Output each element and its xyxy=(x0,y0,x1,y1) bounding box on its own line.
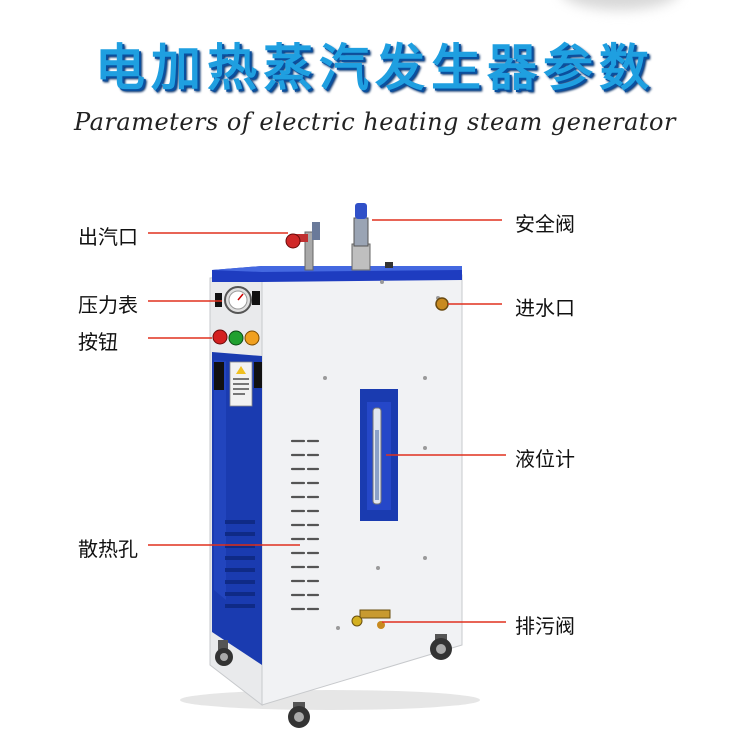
yellow-button xyxy=(244,330,260,346)
blue-panel-highlight xyxy=(214,360,226,600)
safety-valve-cap xyxy=(355,203,367,219)
warning-triangle xyxy=(236,366,246,374)
panel-screws xyxy=(323,280,440,630)
indicator-switch xyxy=(252,291,260,305)
label-safety-valve: 安全阀 xyxy=(515,212,575,236)
steam-outlet-pipe xyxy=(304,231,314,271)
green-button xyxy=(228,330,244,346)
safety-valve xyxy=(351,243,371,271)
label-level-gauge: 液位计 xyxy=(515,447,575,471)
top-fitting xyxy=(385,262,393,268)
drain-valve xyxy=(359,609,391,619)
label-water-inlet: 进水口 xyxy=(515,296,575,320)
label-vents: 散热孔 xyxy=(78,537,138,561)
page-title: 电加热蒸汽发生器参数 xyxy=(95,39,655,97)
label-drain-valve: 排污阀 xyxy=(515,614,575,638)
red-button xyxy=(212,329,228,345)
water-inlet-fitting xyxy=(435,297,449,311)
page-subtitle: Parameters of electric heating steam gen… xyxy=(74,108,676,136)
callout-leader-lines xyxy=(148,219,506,623)
side-vent-grid xyxy=(225,520,255,608)
top-glow xyxy=(560,0,680,10)
power-switch xyxy=(215,293,222,307)
label-buttons: 按钮 xyxy=(78,330,118,354)
side-switch-left xyxy=(214,362,224,390)
side-switch-right xyxy=(254,362,262,388)
front-vent-slots xyxy=(290,439,320,611)
floor-shadow xyxy=(180,690,480,710)
label-pressure-gauge: 压力表 xyxy=(78,293,138,317)
top-lid-edge xyxy=(212,266,462,272)
caster-wheels xyxy=(215,634,452,728)
label-steam-outlet: 出汽口 xyxy=(78,225,138,249)
steam-outlet-handle xyxy=(292,234,308,242)
